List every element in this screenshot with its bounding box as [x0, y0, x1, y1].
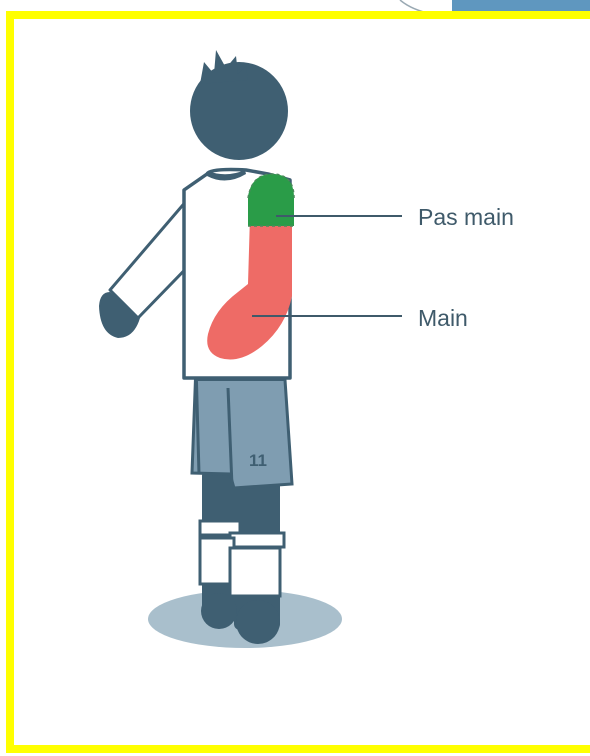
shorts-number: 11 [249, 451, 267, 470]
main-label: Main [418, 305, 468, 332]
head [190, 50, 288, 160]
not-hand-zone-shoulder [248, 174, 294, 226]
pas-main-label: Pas main [418, 204, 514, 231]
legs [200, 470, 284, 644]
shorts: 11 [192, 365, 292, 488]
